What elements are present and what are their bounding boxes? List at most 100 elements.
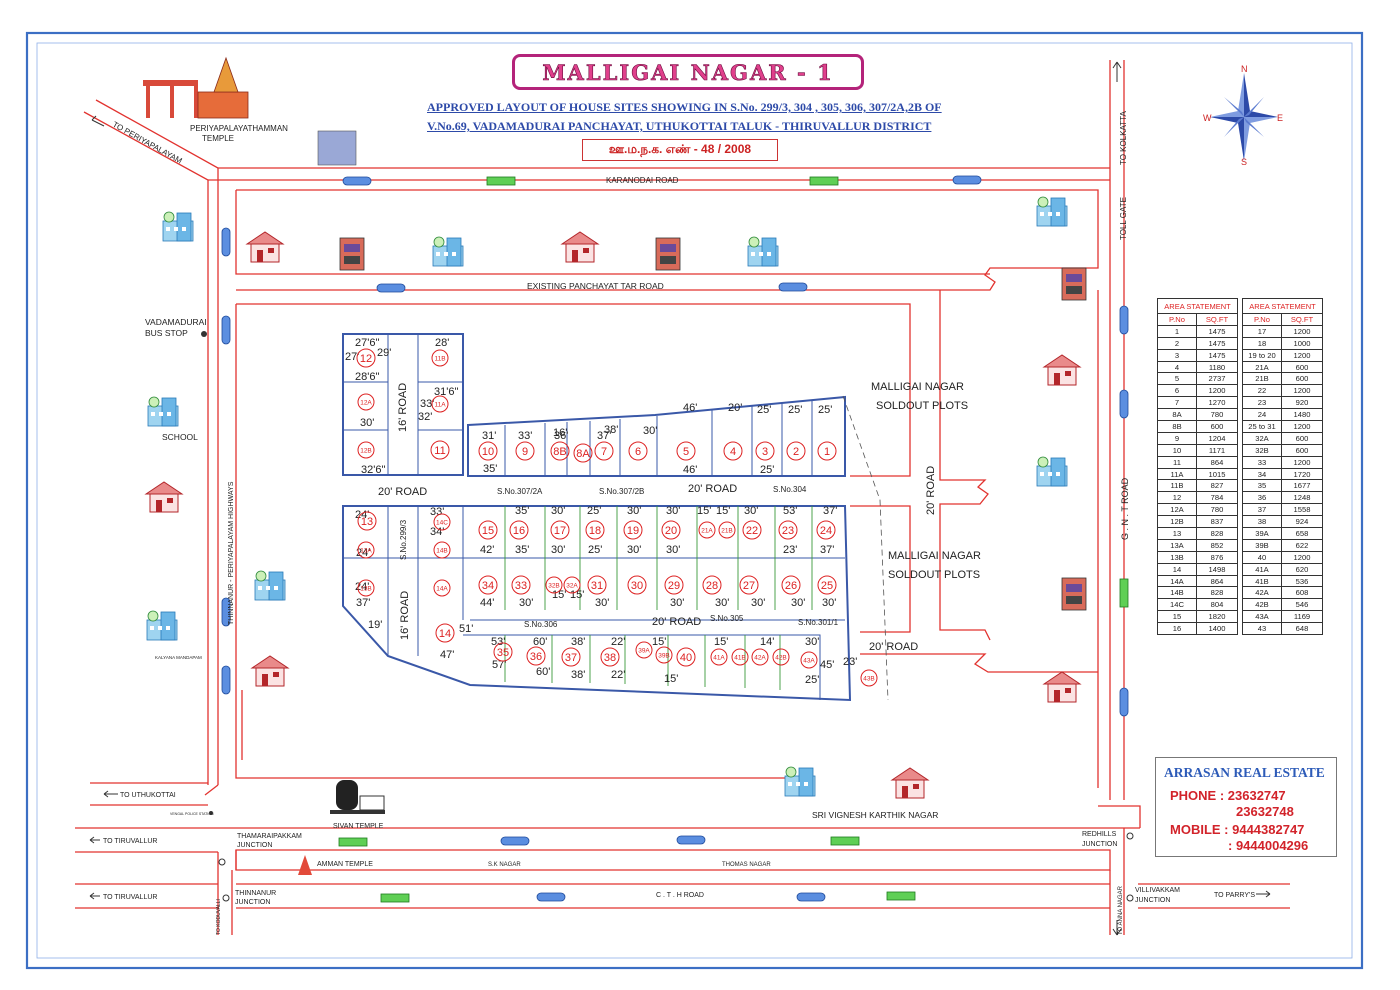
sno-299-3: S.No.299/3 [399,519,408,560]
sno-307-2a: S.No.307/2A [497,487,543,496]
plot-no-cell: 14B [1157,586,1197,600]
plot-41A: 41A [710,648,728,666]
dimension-label: 46' [683,464,697,476]
plot-no-cell: 22 [1242,384,1282,398]
plot-no-cell: 36 [1242,491,1282,505]
panchayat-road: EXISTING PANCHAYAT TAR ROAD [527,281,664,291]
plot-no-cell: 10 [1157,443,1197,457]
amman-temple: AMMAN TEMPLE [317,861,373,868]
plot-11: 11 [430,440,450,460]
bus-stop-2: BUS STOP [145,328,188,338]
dimension-label: 33' [430,506,444,518]
dimension-label: 28' [435,337,449,349]
bus-stop-dot [201,331,207,337]
plot-number: 2 [793,446,799,458]
approval-number: ஊ.ம.ந.க. எண் - 48 / 2008 [582,139,778,161]
dimension-label: 30' [670,597,684,609]
dimension-label: 25' [757,404,771,416]
plot-no-cell: 32A [1242,431,1282,445]
villivakkam-2: JUNCTION [1135,897,1170,904]
plot-number: 30 [631,580,643,592]
redhills-1: REDHILLS [1082,831,1117,838]
dimension-label: 25' [805,674,819,686]
soldout-1a: MALLIGAI NAGAR [871,381,964,393]
dimension-label: 53' [783,505,797,517]
car-icon [952,175,982,185]
plot-no-cell: 9 [1157,431,1197,445]
sqft-cell: 1200 [1281,384,1323,398]
sivan-temple: SIVAN TEMPLE [333,823,384,830]
sqft-cell: 1720 [1281,467,1323,481]
plot-14: 14 [435,623,455,643]
sqft-cell: 780 [1196,503,1238,517]
dimension-label: 25' [788,404,802,416]
dimension-label: 44' [480,597,494,609]
dimension-label: 15' [552,589,566,601]
plot-number: 39A [638,648,650,655]
house-icon [144,481,184,513]
plot-no-cell: 11B [1157,479,1197,493]
plot-number: 13 [361,516,373,528]
mobile-1: MOBILE : 9444382747 [1170,822,1305,837]
plot-23: 23 [778,520,798,540]
dimension-label: 32' [418,411,432,423]
plot-41B: 41B [731,648,749,666]
sqft-cell: 1200 [1281,455,1323,469]
sno-304: S.No.304 [773,485,807,494]
plot-35: 35 [493,642,513,662]
house-icon [890,767,930,799]
plot-21A: 21A [698,521,716,539]
plot-number: 10 [482,446,494,458]
to-anna-nagar: TO ANNA NAGAR [1118,885,1124,935]
plot-12: 12 [356,348,376,368]
outer-frame [25,31,1364,970]
plot-number: 25 [821,580,833,592]
sqft-cell: 828 [1196,527,1238,540]
dimension-label: 45' [820,659,834,671]
sqft-cell: 920 [1281,396,1323,410]
plot-number: 34 [482,580,494,592]
plot-7: 7 [594,441,614,461]
sqft-cell: 1400 [1196,622,1238,636]
sivan-temple-icon [330,780,385,814]
dimension-label: 30' [551,544,565,556]
bus-icon [886,891,916,901]
dimension-label: 37' [820,544,834,556]
compass-rose-icon [1210,73,1278,161]
phone-1: PHONE : 23632747 [1170,788,1286,803]
sqft-cell: 828 [1196,586,1238,600]
plot-27: 27 [739,575,759,595]
plot-19: 19 [623,520,643,540]
dimension-label: 30' [715,597,729,609]
plot-no-cell: 41B [1242,574,1282,588]
title-banner: MALLIGAI NAGAR - 1 [512,54,864,90]
sqft-cell: 852 [1196,538,1238,552]
plot-20: 20 [661,520,681,540]
page-title: MALLIGAI NAGAR - 1 [542,59,834,85]
plot-number: 14B [436,548,448,555]
plot-no-cell: 19 to 20 [1242,348,1282,362]
vignesh: SRI VIGNESH KARTHIK NAGAR [812,810,938,820]
sqft-cell: 1475 [1196,324,1238,338]
dimension-label: 60' [533,636,547,648]
thomas-nagar: THOMAS NAGAR [722,862,771,868]
plot-no-cell: 39A [1242,527,1282,540]
plot-43B: 43B [860,669,878,687]
plot-lines [343,334,845,700]
plot-number: 4 [730,446,736,458]
plot-11A: 11A [431,395,449,413]
plot-no-cell: 11 [1157,455,1197,469]
subdivision-lines [504,506,813,690]
